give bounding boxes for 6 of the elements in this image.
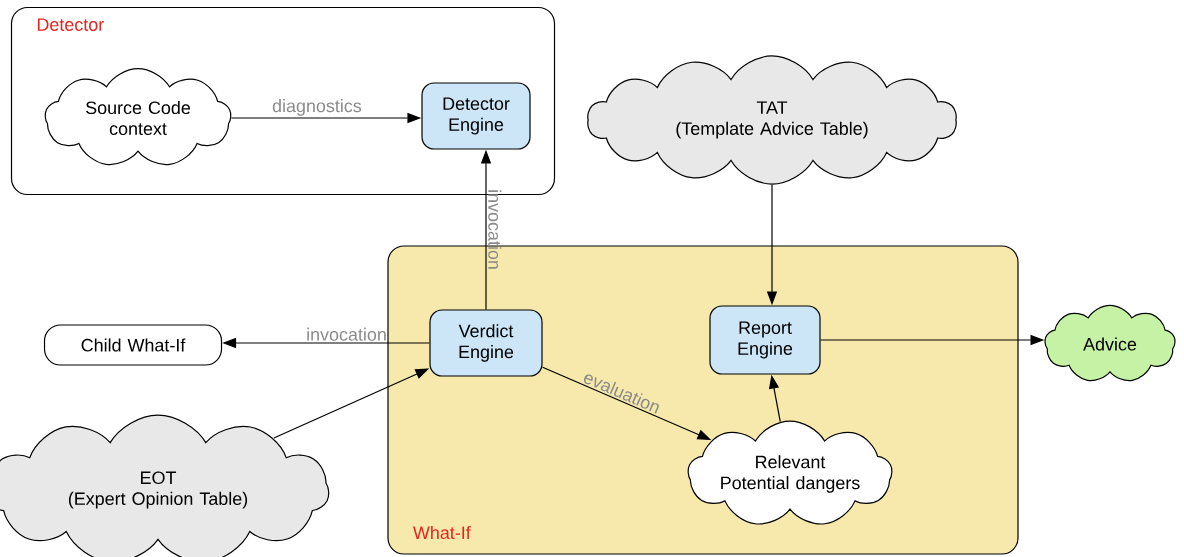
rounded-box: Child What-If (43, 324, 223, 366)
edge-label: diagnostics (272, 99, 362, 116)
process-box: Report Engine (709, 305, 821, 375)
process-box: Verdict Engine (429, 309, 543, 377)
process-box: Detector Engine (421, 82, 531, 150)
edge-label: invocation (307, 327, 386, 341)
